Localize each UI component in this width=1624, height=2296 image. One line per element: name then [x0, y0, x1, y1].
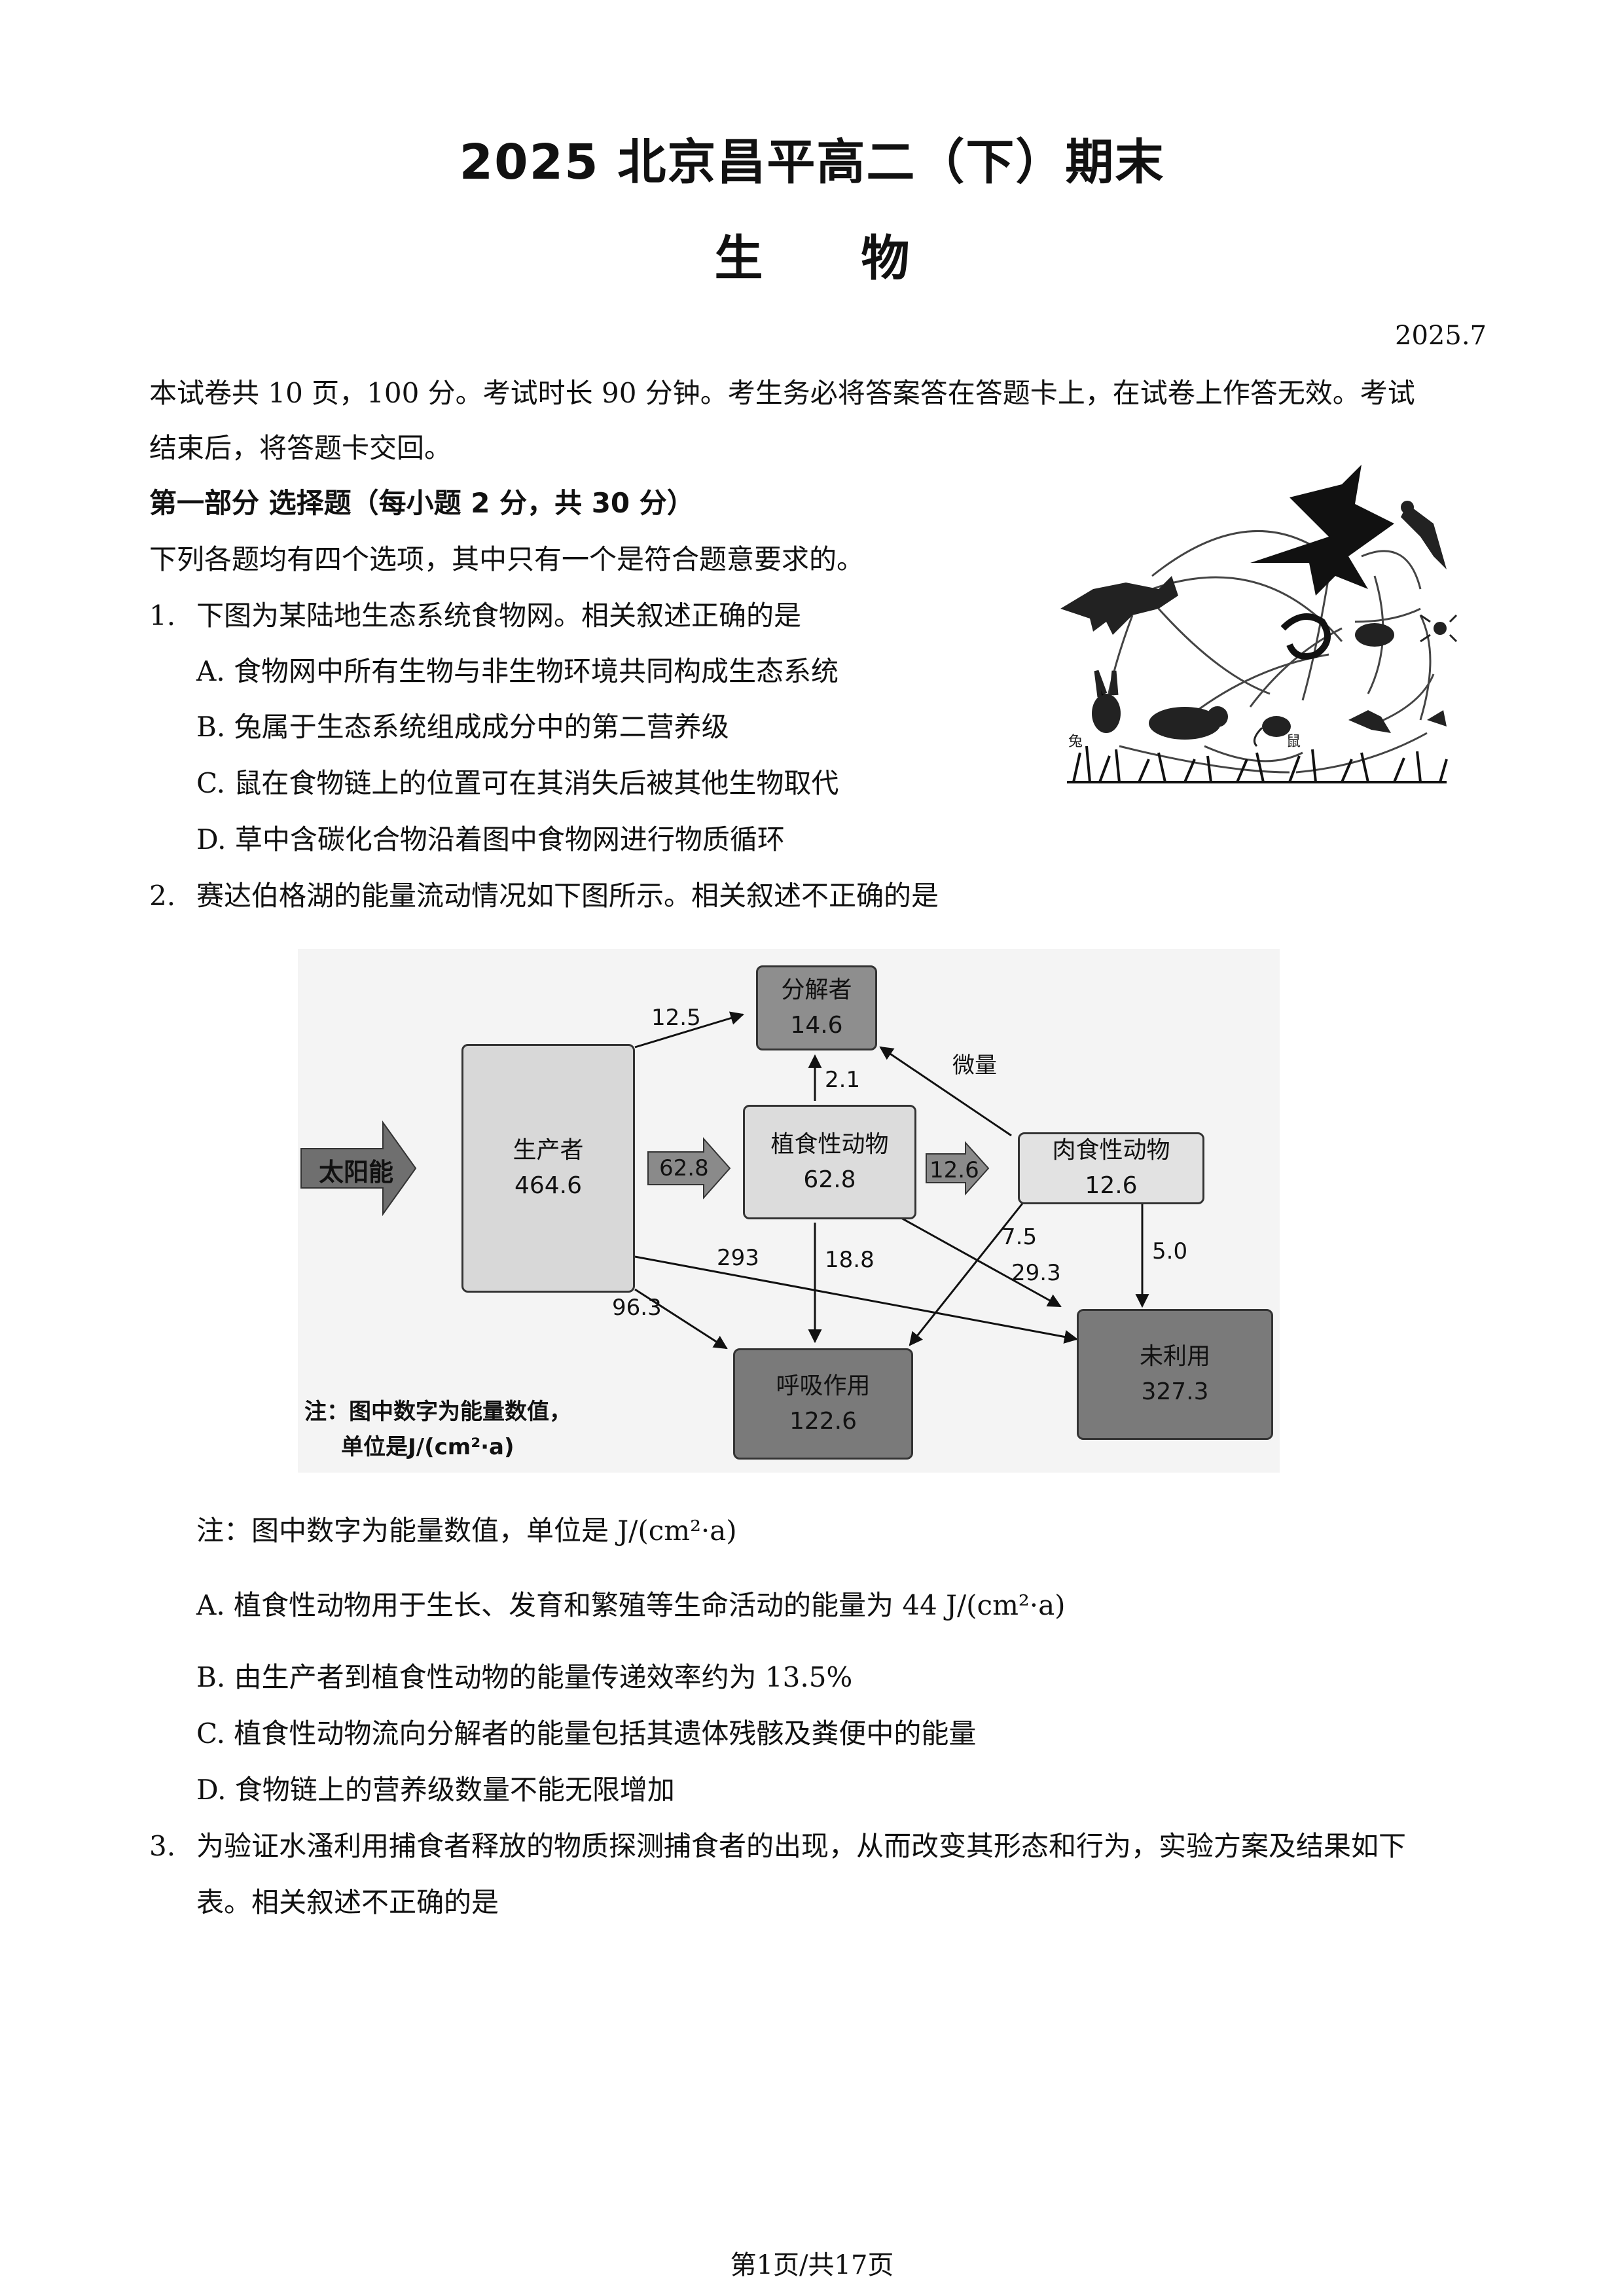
grass-icon	[1067, 745, 1448, 783]
flow-carnivore-decomposer: 微量	[952, 1052, 997, 1079]
mouse-icon	[1253, 716, 1291, 747]
eagle-icon	[1250, 465, 1394, 596]
herbivore-box: 植食性动物 62.8	[743, 1105, 916, 1219]
energy-flow-diagram: 太阳能 生产者 464.6 分解者 14.6 植食性动物 62.8 肉食性动物 …	[298, 949, 1280, 1473]
exam-date: 2025.7	[1395, 321, 1487, 351]
section-heading: 第一部分 选择题（每小题 2 分，共 30 分）	[149, 487, 695, 519]
producer-herbivore-arrow	[647, 1137, 731, 1200]
respiration-box: 呼吸作用 122.6	[733, 1348, 913, 1460]
flow-herbivore-unused: 29.3	[1011, 1260, 1061, 1286]
unused-value: 327.3	[1141, 1378, 1209, 1405]
q2-number: 2.	[149, 880, 176, 912]
q2-stem: 赛达伯格湖的能量流动情况如下图所示。相关叙述不正确的是	[196, 880, 939, 912]
rabbit-icon	[1092, 670, 1121, 733]
food-web-figure: 兔 鼠	[1060, 465, 1458, 783]
flow-herbivore-respiration: 18.8	[825, 1247, 875, 1273]
flow-carnivore-respiration: 7.5	[1001, 1224, 1038, 1250]
herbivore-carnivore-arrow	[926, 1141, 990, 1196]
respiration-name: 呼吸作用	[776, 1372, 871, 1399]
intro-line-1: 本试卷共 10 页，100 分。考试时长 90 分钟。考生务必将答案答在答题卡上…	[149, 377, 1415, 409]
q3-number: 3.	[149, 1830, 176, 1862]
badger-icon	[1149, 706, 1228, 740]
flow-producer-herbivore: 62.8	[659, 1155, 709, 1181]
unused-box: 未利用 327.3	[1077, 1309, 1273, 1440]
carnivore-box: 肉食性动物 12.6	[1018, 1132, 1204, 1204]
q3-stem-line-1: 为验证水溞利用捕食者释放的物质探测捕食者的出现，从而改变其形态和行为，实验方案及…	[196, 1830, 1407, 1862]
flow-herbivore-carnivore: 12.6	[929, 1157, 979, 1183]
decomposer-box: 分解者 14.6	[756, 965, 877, 1050]
carnivore-name: 肉食性动物	[1052, 1137, 1170, 1164]
q2-option-c[interactable]: C. 植食性动物流向分解者的能量包括其遗体残骸及粪便中的能量	[196, 1717, 977, 1749]
diagram-note-line-1: 注：图中数字为能量数值，	[304, 1399, 571, 1425]
flow-producer-unused: 293	[717, 1245, 759, 1271]
producer-value: 464.6	[514, 1172, 583, 1199]
flow-producer-decomposer: 12.5	[651, 1005, 701, 1031]
page-title: 2025 北京昌平高二（下）期末	[459, 134, 1165, 190]
mouse-label: 鼠	[1286, 734, 1301, 750]
flow-producer-respiration: 96.3	[612, 1295, 662, 1321]
q1-option-a[interactable]: A. 食物网中所有生物与非生物环境共同构成生态系统	[196, 655, 839, 687]
flow-herbivore-decomposer: 2.1	[825, 1067, 861, 1093]
q1-option-b[interactable]: B. 兔属于生态系统组成成分中的第二营养级	[196, 711, 729, 743]
producer-name: 生产者	[513, 1137, 584, 1164]
unused-name: 未利用	[1139, 1343, 1210, 1370]
sun-arrow-shape	[300, 1120, 417, 1217]
bird-icon	[1348, 710, 1391, 733]
decomposer-value: 14.6	[790, 1012, 843, 1039]
page-footer: 第1页/共17页	[730, 2250, 894, 2280]
fox-icon	[1060, 576, 1178, 635]
frog-icon	[1355, 623, 1394, 647]
q2-note: 注：图中数字为能量数值，单位是 J/(cm²·a)	[196, 1515, 737, 1547]
herbivore-name: 植食性动物	[770, 1130, 889, 1158]
flow-carnivore-unused: 5.0	[1152, 1238, 1188, 1265]
herbivore-value: 62.8	[803, 1166, 856, 1193]
q2-option-b[interactable]: B. 由生产者到植食性动物的能量传递效率约为 13.5%	[196, 1661, 853, 1693]
section-instruction: 下列各题均有四个选项，其中只有一个是符合题意要求的。	[149, 543, 865, 575]
q1-number: 1.	[149, 600, 176, 632]
intro-line-2: 结束后，将答题卡交回。	[149, 432, 452, 464]
decomposer-name: 分解者	[781, 977, 852, 1003]
q2-option-a[interactable]: A. 植食性动物用于生长、发育和繁殖等生命活动的能量为 44 J/(cm²·a)	[196, 1589, 1066, 1621]
rabbit-label: 兔	[1068, 734, 1083, 750]
respiration-value: 122.6	[789, 1408, 857, 1435]
energy-flow-arrows	[300, 1011, 1149, 1350]
diagram-note-line-2: 单位是J/(cm²·a)	[341, 1434, 514, 1460]
spider-icon	[1420, 614, 1458, 643]
q1-option-d[interactable]: D. 草中含碳化合物沿着图中食物网进行物质循环	[196, 823, 785, 855]
snake-icon	[1280, 613, 1331, 660]
sun-label: 太阳能	[319, 1158, 394, 1187]
q2-option-d[interactable]: D. 食物链上的营养级数量不能无限增加	[196, 1774, 675, 1806]
carnivore-value: 12.6	[1085, 1172, 1138, 1199]
producer-box: 生产者 464.6	[461, 1044, 635, 1293]
magpie-icon	[1401, 501, 1447, 569]
insect-icon	[1427, 710, 1447, 726]
q3-stem-line-2: 表。相关叙述不正确的是	[196, 1886, 499, 1918]
q1-option-c[interactable]: C. 鼠在食物链上的位置可在其消失后被其他生物取代	[196, 767, 839, 799]
subject-title: 生物	[714, 230, 1008, 287]
q1-stem: 下图为某陆地生态系统食物网。相关叙述正确的是	[196, 600, 802, 632]
